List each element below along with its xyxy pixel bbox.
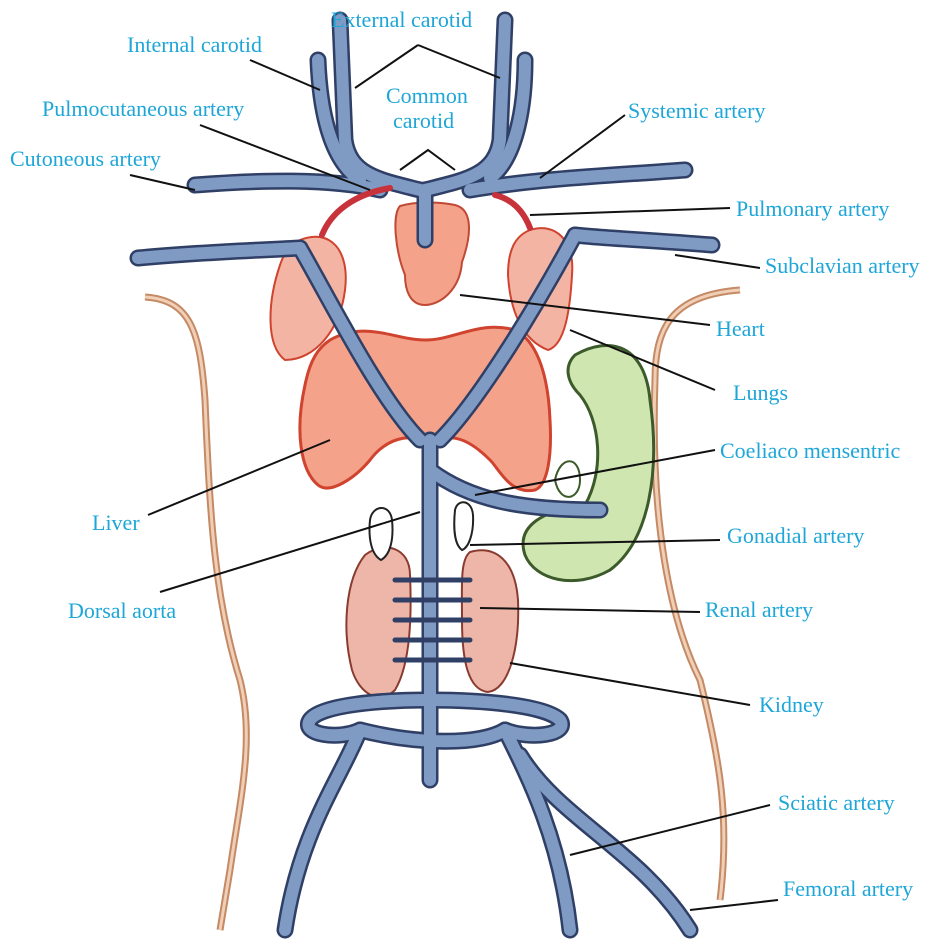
- labels: External carotid Internal carotid Common…: [10, 7, 920, 901]
- label-pulmocutaneous-artery: Pulmocutaneous artery: [42, 96, 244, 121]
- label-cutaneous-artery: Cutoneous artery: [10, 146, 161, 171]
- label-femoral-artery: Femoral artery: [783, 876, 913, 901]
- label-common-carotid-line2: carotid: [393, 108, 454, 133]
- label-lungs: Lungs: [733, 380, 788, 405]
- gonads: [369, 502, 473, 560]
- label-dorsal-aorta: Dorsal aorta: [68, 598, 176, 623]
- label-renal-artery: Renal artery: [705, 597, 813, 622]
- label-gonadial-artery: Gonadial artery: [727, 523, 864, 548]
- label-external-carotid: External carotid: [331, 7, 472, 32]
- label-subclavian-artery: Subclavian artery: [765, 253, 920, 278]
- label-sciatic-artery: Sciatic artery: [778, 790, 895, 815]
- label-liver: Liver: [92, 510, 140, 535]
- label-coeliaco-mesenteric: Coeliaco mensentric: [720, 438, 900, 463]
- label-common-carotid-line1: Common: [386, 83, 468, 108]
- label-systemic-artery: Systemic artery: [628, 98, 765, 123]
- label-kidney: Kidney: [759, 692, 824, 717]
- label-pulmonary-artery: Pulmonary artery: [736, 196, 889, 221]
- label-heart: Heart: [716, 316, 765, 341]
- label-internal-carotid: Internal carotid: [127, 32, 262, 57]
